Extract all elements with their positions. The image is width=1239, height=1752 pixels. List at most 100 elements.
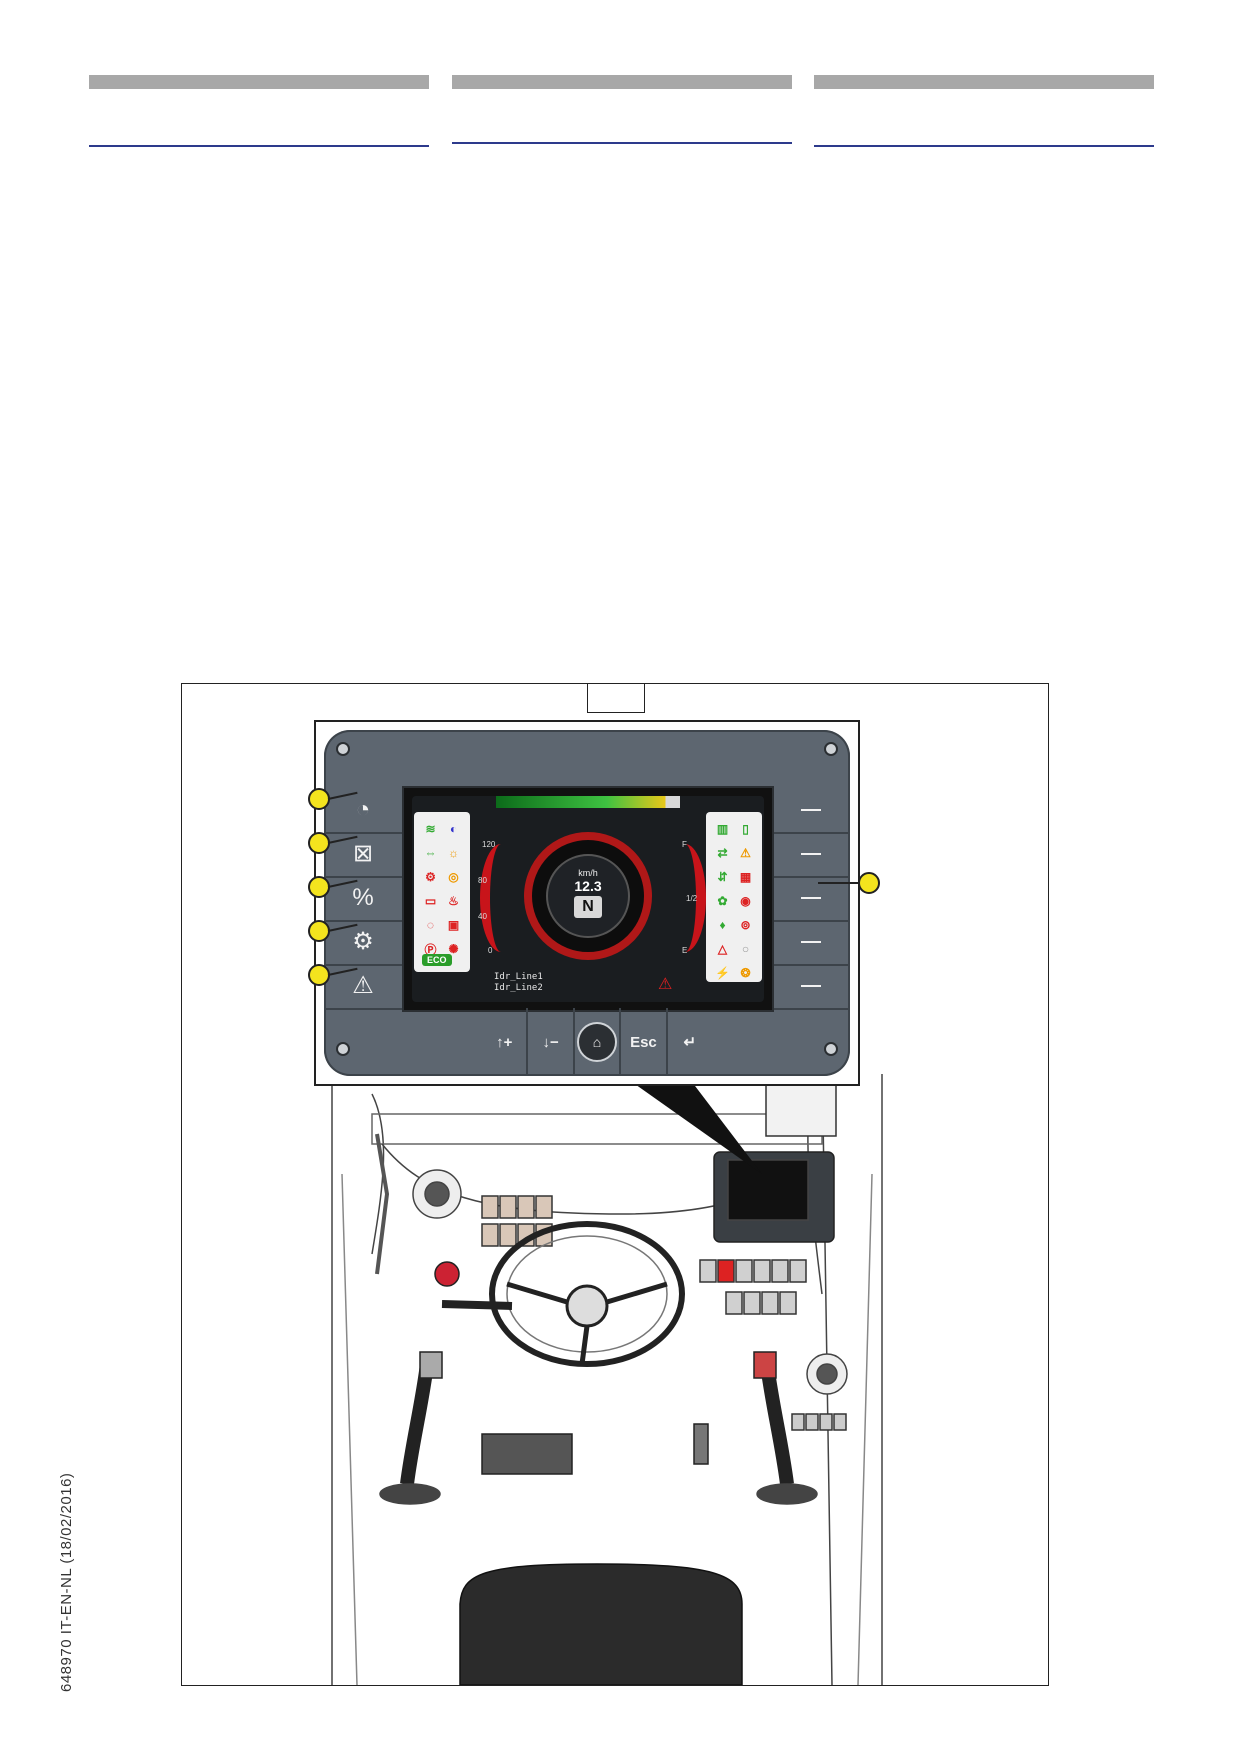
tick-label: 40 [478,912,487,921]
indicator-icon: ❂ [740,966,751,980]
display-zoom-window: ◔ ⊠ % ⚙ ⚠ [314,720,860,1086]
up-plus-button[interactable]: ↑+ [496,1033,513,1051]
right-soft-key-5[interactable] [772,964,850,1010]
battery-icon: ▭ [424,894,437,908]
brake-icon: ⊚ [740,918,751,932]
percent-wrench-icon: % [352,884,374,911]
indicator-icon: ○ [741,942,750,956]
header-bar-2 [452,75,792,89]
header-rule-1 [89,145,429,147]
right-soft-keys [772,788,850,1010]
indicator-icon: ⇄ [717,846,728,860]
indicator-icon: ▣ [447,918,460,932]
indicator-icon: ≋ [425,822,436,836]
right-soft-key-4[interactable] [772,920,850,966]
callout-marker [858,872,880,894]
callout-marker [308,832,330,854]
right-soft-key-2[interactable] [772,832,850,878]
zoom-pointer [632,1082,762,1174]
gauge-ring [524,832,652,960]
tick-label: 80 [478,876,487,885]
indicator-icon: ✺ [448,942,459,956]
figure-frame: ◔ ⊠ % ⚙ ⚠ [181,683,1049,1686]
screw [336,742,350,756]
oil-icon: ♨ [448,894,459,908]
left-soft-keys: ◔ ⊠ % ⚙ ⚠ [324,788,402,1010]
callout-marker [308,964,330,986]
indicator-icon: ☼ [448,846,459,860]
soft-key-speedometer[interactable]: ◔ [324,788,402,834]
eco-badge: ECO [422,954,452,966]
gears-icon: ⚙ [352,928,374,955]
engine-icon: ⚙ [425,870,436,884]
dash-icon [801,809,821,811]
info-line-1: Idr_Line1 [494,972,543,982]
info-warning-icon: ⚠ [352,972,374,999]
parking-brake-icon: Ⓟ [424,942,437,957]
gauge-center [546,854,630,938]
rpm-bar [496,796,680,808]
enter-button[interactable]: ↵ [665,1008,712,1076]
indicator-icon: ⇔ [424,846,437,860]
soft-key-info-warning[interactable]: ⚠ [324,964,402,1010]
tick-label: 0 [488,946,493,955]
gear-indicator: N [574,896,602,918]
callout-marker [308,876,330,898]
esc-button[interactable]: Esc [619,1008,665,1076]
fuel-gauge-arc-left [480,844,522,952]
indicator-icon: ◌ [426,918,435,932]
indicator-icon: ◎ [448,870,459,884]
document-code: 648970 IT-EN-NL (18/02/2016) [58,1472,75,1692]
right-soft-key-1[interactable] [772,788,850,834]
left-indicator-panel: ≋ ◐ ⇔ ☼ ⚙ ◎ ▭ ♨ ◌ ▣ Ⓟ ✺ [414,812,470,972]
instrument-panel: ◔ ⊠ % ⚙ ⚠ [324,730,850,1076]
fuel-gauge-arc-right [664,844,706,952]
right-soft-key-3[interactable] [772,876,850,922]
indicator-icon: ♦ [719,918,726,932]
info-line-2: Idr_Line2 [494,983,543,993]
home-icon: ⌂ [577,1022,618,1062]
figure-number-tab [587,684,645,713]
screw [824,1042,838,1056]
header-rule-3 [814,145,1154,147]
screw [824,742,838,756]
bottom-keypad: ↑+ ↓− ⌂ Esc ↵ [482,1008,712,1076]
tick-label: 120 [482,840,496,849]
dash-icon [801,853,821,855]
soft-key-display-off[interactable]: ⊠ [324,832,402,878]
right-indicator-panel: ▥ ▯ ⇄ ⚠ ⇵ ▦ ✿ ◉ ♦ ⊚ △ ○ ⚡ [706,812,762,982]
speed-gauge: km/h 12.3 N [524,832,652,960]
hazard-icon: △ [717,942,728,956]
callout-marker [308,788,330,810]
speedometer-icon: ◔ [355,796,371,823]
tick-label: 1/2 [686,894,698,903]
no-display-icon: ⊠ [352,840,374,867]
indicator-icon: ▯ [742,822,749,836]
leader-line [818,882,860,884]
tick-label: E [682,946,688,955]
indicator-icon: ▥ [716,822,729,836]
cab-illustration [331,1074,883,1685]
soft-key-configuration[interactable]: ⚙ [324,920,402,966]
home-button[interactable]: ⌂ [572,1008,619,1076]
indicator-icon: ⚠ [740,846,751,860]
callout-marker [308,920,330,942]
indicator-icon: ▦ [739,870,752,884]
dash-icon [801,897,821,899]
header-bar-3 [814,75,1154,89]
indicator-icon: ⇵ [717,870,728,884]
lcd-display: ≋ ◐ ⇔ ☼ ⚙ ◎ ▭ ♨ ◌ ▣ Ⓟ ✺ [402,786,774,1012]
down-minus-button[interactable]: ↓− [526,1008,572,1076]
speed-value: 12.3 [574,878,602,894]
header-bar-1 [89,75,429,89]
indicator-icon: ✿ [717,894,728,908]
dash-icon [801,941,821,943]
header-rule-2 [452,142,792,144]
screw [336,1042,350,1056]
display-screen: ≋ ◐ ⇔ ☼ ⚙ ◎ ▭ ♨ ◌ ▣ Ⓟ ✺ [412,796,764,1002]
info-lines: Idr_Line1 Idr_Line2 [494,972,654,994]
headlight-icon: ◐ [449,822,458,836]
soft-key-settings-percent[interactable]: % [324,876,402,922]
tick-label: F [682,840,687,849]
speed-unit: km/h [578,868,598,878]
